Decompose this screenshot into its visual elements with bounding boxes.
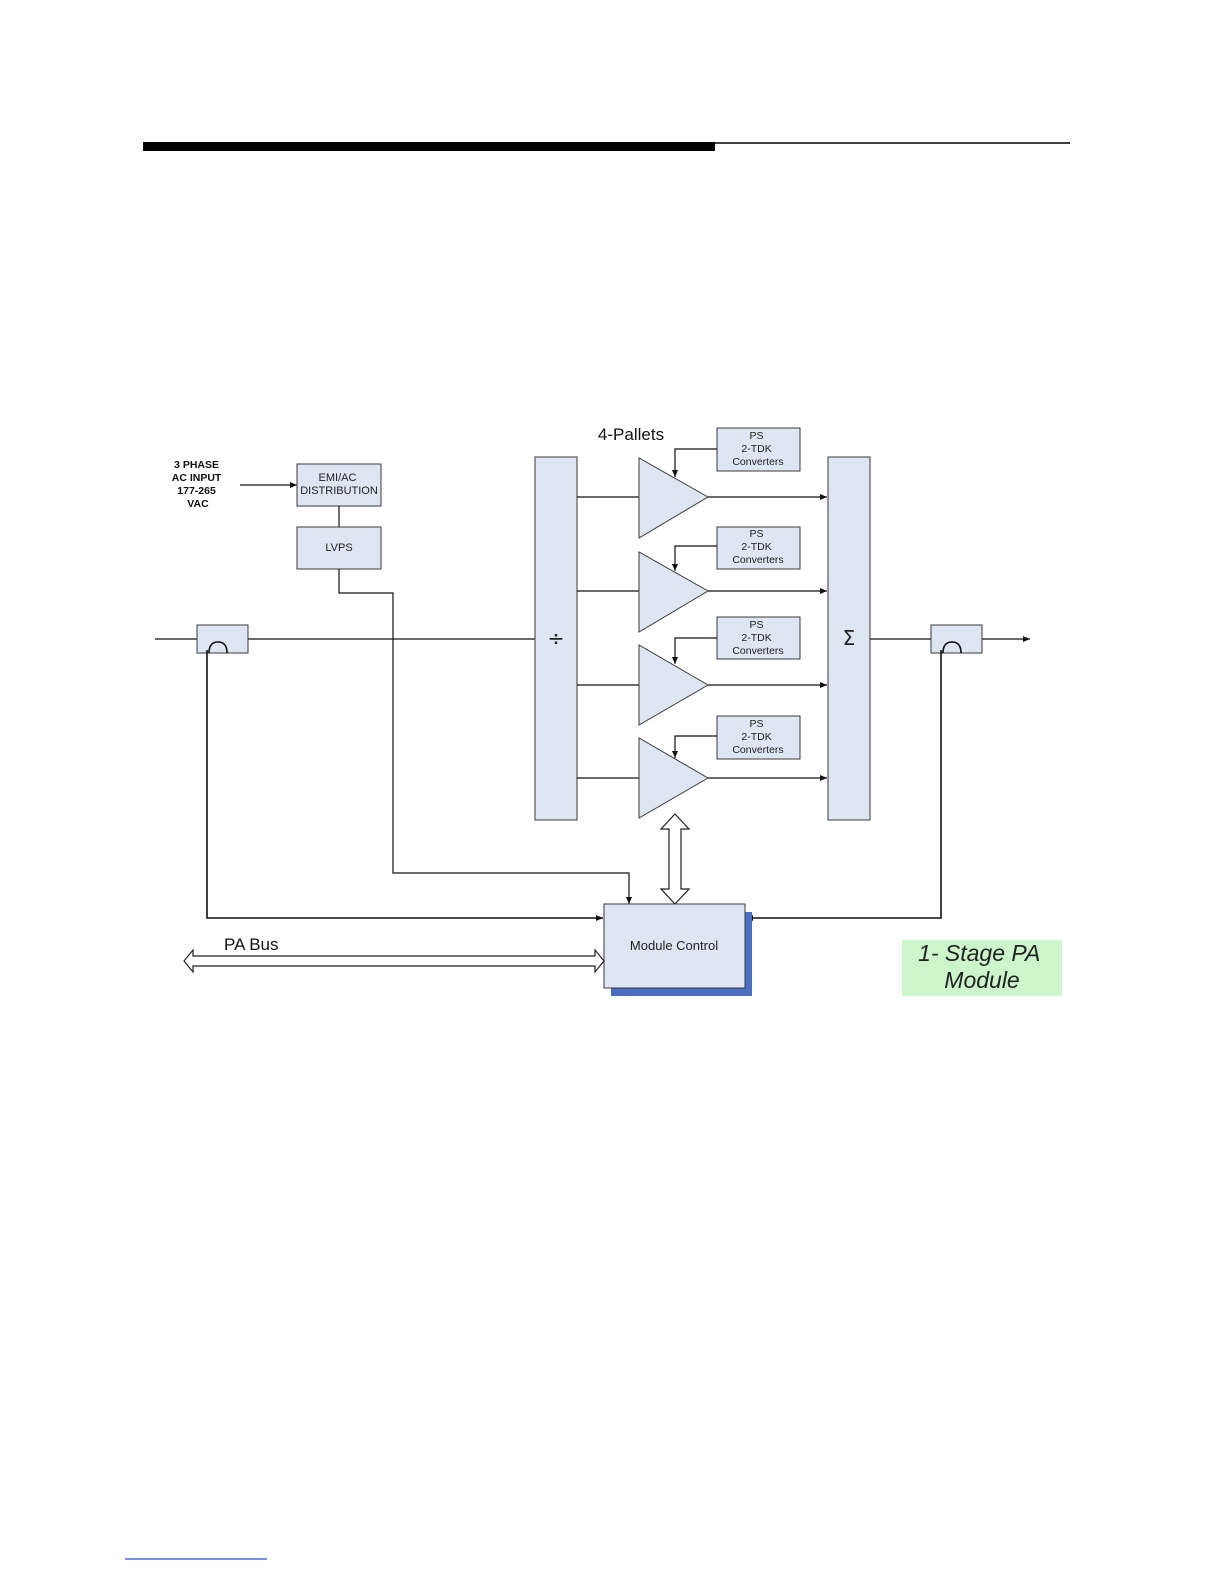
svg-text:Σ: Σ — [843, 626, 856, 650]
stage-label-box: 1- Stage PA Module — [902, 940, 1062, 996]
input-coupler — [197, 625, 248, 653]
output-coupler — [931, 625, 982, 653]
svg-text:Module Control: Module Control — [630, 938, 718, 953]
lvps-block: LVPS — [297, 527, 381, 569]
emi-ac-distribution-block: EMI/AC DISTRIBUTION — [297, 464, 381, 506]
pallet-control-bus-arrow — [661, 814, 689, 904]
ps-converters-block-4: PS 2-TDK Converters — [675, 716, 800, 759]
ps-converters-block-3: PS 2-TDK Converters — [675, 617, 800, 664]
ps-converters-block-1: PS 2-TDK Converters — [675, 428, 800, 477]
divider-block: ÷ — [535, 457, 577, 820]
module-control-block: Module Control — [604, 904, 752, 996]
svg-text:LVPS: LVPS — [325, 542, 352, 554]
pallets-label: 4-Pallets — [598, 425, 664, 444]
header-bar — [143, 142, 715, 151]
ac-input-label: 3 PHASE AC INPUT 177-265 VAC — [172, 459, 225, 510]
ps-converters-block-2: PS 2-TDK Converters — [675, 527, 800, 571]
pa-bus-label: PA Bus — [224, 935, 279, 954]
svg-text:÷: ÷ — [548, 626, 565, 650]
combiner-block: Σ — [828, 457, 870, 820]
